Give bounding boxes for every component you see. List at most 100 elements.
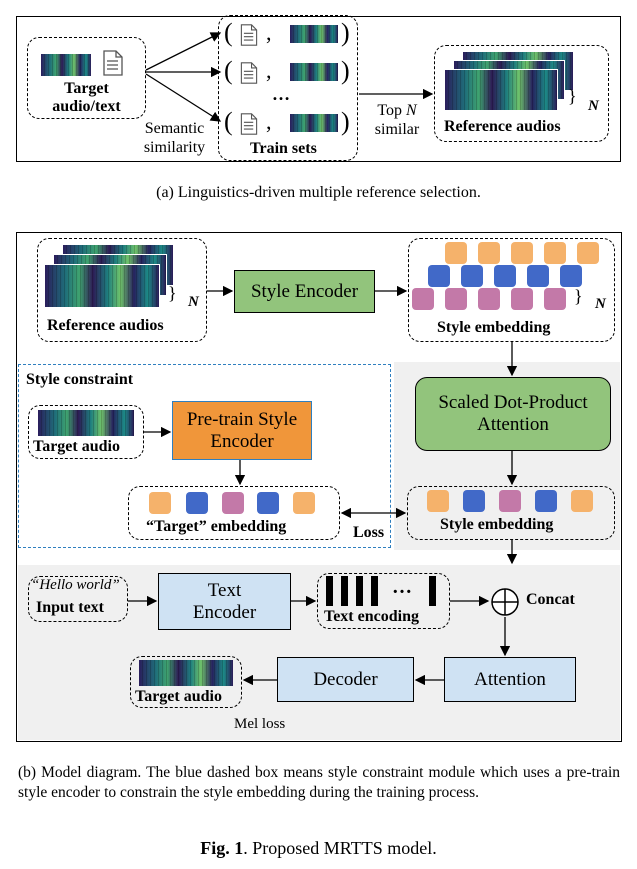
hello-world-text: “Hello world”: [31, 577, 120, 593]
train-sets-label: Train sets: [250, 140, 317, 157]
embed-orange-3: [511, 242, 533, 264]
style-embed-4: [535, 490, 557, 512]
brace-a: }: [568, 86, 577, 106]
style-constraint-box: [18, 364, 391, 548]
style-embed-5: [571, 490, 593, 512]
target-embed-1: [149, 492, 171, 514]
gray-bg-bottom: [18, 565, 620, 740]
top-n-similar-label: Top N similar: [362, 101, 432, 139]
style-embed-2: [463, 490, 485, 512]
embed-orange-1: [445, 242, 467, 264]
ref-b-spectrogram-front: [44, 264, 160, 308]
target-audio-label: Target audio: [33, 438, 120, 455]
brace-b: }: [168, 283, 177, 303]
document-icon: [240, 24, 258, 46]
pair-1-sep: ,: [266, 20, 272, 45]
style-embedding-box-top: [408, 238, 615, 342]
style-constraint-title: Style constraint: [26, 371, 134, 388]
train-spectrogram-3: [290, 114, 338, 132]
target-audio-text-label: Target audio/text: [52, 80, 121, 115]
pretrain-style-encoder-box: Pre-train Style Encoder: [172, 401, 312, 460]
embed-blue-1: [428, 265, 450, 287]
embed-pink-5: [544, 288, 566, 310]
embed-pink-4: [511, 288, 533, 310]
semantic-similarity-label: Semantic similarity: [143, 120, 206, 156]
pair-2-close: ): [341, 56, 350, 85]
panel-a-arrows: [145, 32, 434, 122]
embed-orange-2: [478, 242, 500, 264]
reference-audios-label-a: Reference audios: [444, 118, 561, 135]
target-audio-out-box: [130, 656, 242, 708]
embed-pink-2: [445, 288, 467, 310]
encoding-bar-5: [429, 576, 436, 606]
train-spectrogram-1: [290, 25, 338, 43]
attention-box: Attention: [444, 657, 576, 702]
train-sets-box: [218, 15, 358, 161]
reference-audios-box-a: [434, 45, 609, 142]
text-encoder-box: Text Encoder: [158, 573, 291, 630]
embed-blue-4: [527, 265, 549, 287]
style-embedding-label-top: Style embedding: [437, 319, 551, 336]
style-embed-1: [427, 490, 449, 512]
n-mark-b: N: [188, 294, 199, 310]
style-embed-3: [499, 490, 521, 512]
train-ellipsis: …: [272, 84, 290, 104]
embed-blue-2: [461, 265, 483, 287]
train-spectrogram-2: [290, 63, 338, 81]
document-icon: [240, 62, 258, 84]
target-audio-out-spectrogram: [139, 660, 233, 686]
ref-spectrogram-front: [444, 69, 558, 111]
pair-2-sep: ,: [266, 58, 272, 83]
document-icon: [103, 50, 123, 76]
encoding-bar-3: [356, 576, 363, 606]
loss-label: Loss: [353, 524, 385, 541]
pair-3-open: (: [224, 107, 233, 136]
embed-pink-1: [412, 288, 434, 310]
caption-a: (a) Linguistics-driven multiple referenc…: [156, 184, 481, 201]
brace-c: }: [574, 286, 583, 306]
pair-1-open: (: [224, 18, 233, 47]
top-n-prefix: Top: [377, 102, 406, 119]
encoding-bar-1: [326, 576, 333, 606]
target-spectrogram: [41, 54, 91, 76]
n-mark-c: N: [595, 296, 606, 312]
reference-audios-label-b: Reference audios: [47, 317, 164, 334]
figure-caption: Fig. 1. Proposed MRTTS model.: [0, 838, 637, 859]
figure-title: . Proposed MRTTS model.: [243, 838, 437, 858]
target-embedding-label: “Target” embedding: [146, 518, 287, 535]
panel-b-frame: [16, 232, 622, 742]
document-icon: [240, 113, 258, 135]
text-encoding-box: [317, 573, 450, 629]
target-embedding-box: [128, 486, 340, 540]
target-audio-text-box: [27, 37, 146, 119]
target-audio-spectrogram: [38, 410, 134, 436]
pair-3-close: ): [341, 107, 350, 136]
style-embedding-label-bottom: Style embedding: [440, 516, 554, 533]
target-audio-out-label: Target audio: [135, 688, 222, 705]
target-embed-5: [293, 492, 315, 514]
panel-b-arrows: [128, 285, 518, 686]
top-n-n: N: [405, 102, 417, 119]
style-encoder-box: Style Encoder: [234, 270, 375, 313]
embed-blue-5: [560, 265, 582, 287]
concat-plus-icon: [491, 588, 519, 616]
target-embed-4: [257, 492, 279, 514]
style-embedding-box-bottom: [407, 486, 615, 540]
input-text-label: Input text: [36, 599, 105, 616]
embed-orange-4: [544, 242, 566, 264]
input-text-box: [28, 576, 128, 622]
embed-orange-5: [577, 242, 599, 264]
pair-3-sep: ,: [266, 109, 272, 134]
encoding-ellipsis: …: [392, 576, 412, 598]
encoding-bar-4: [371, 576, 378, 606]
embed-blue-3: [494, 265, 516, 287]
pair-2-open: (: [224, 56, 233, 85]
scaled-attention-box: Scaled Dot-Product Attention: [415, 377, 611, 451]
pair-1-close: ): [341, 18, 350, 47]
caption-b: (b) Model diagram. The blue dashed box m…: [18, 764, 620, 801]
panel-a-frame: [16, 16, 621, 162]
target-embed-3: [222, 492, 244, 514]
reference-audios-box-b: [37, 238, 207, 342]
concat-label: Concat: [526, 591, 575, 608]
decoder-box: Decoder: [277, 657, 414, 702]
